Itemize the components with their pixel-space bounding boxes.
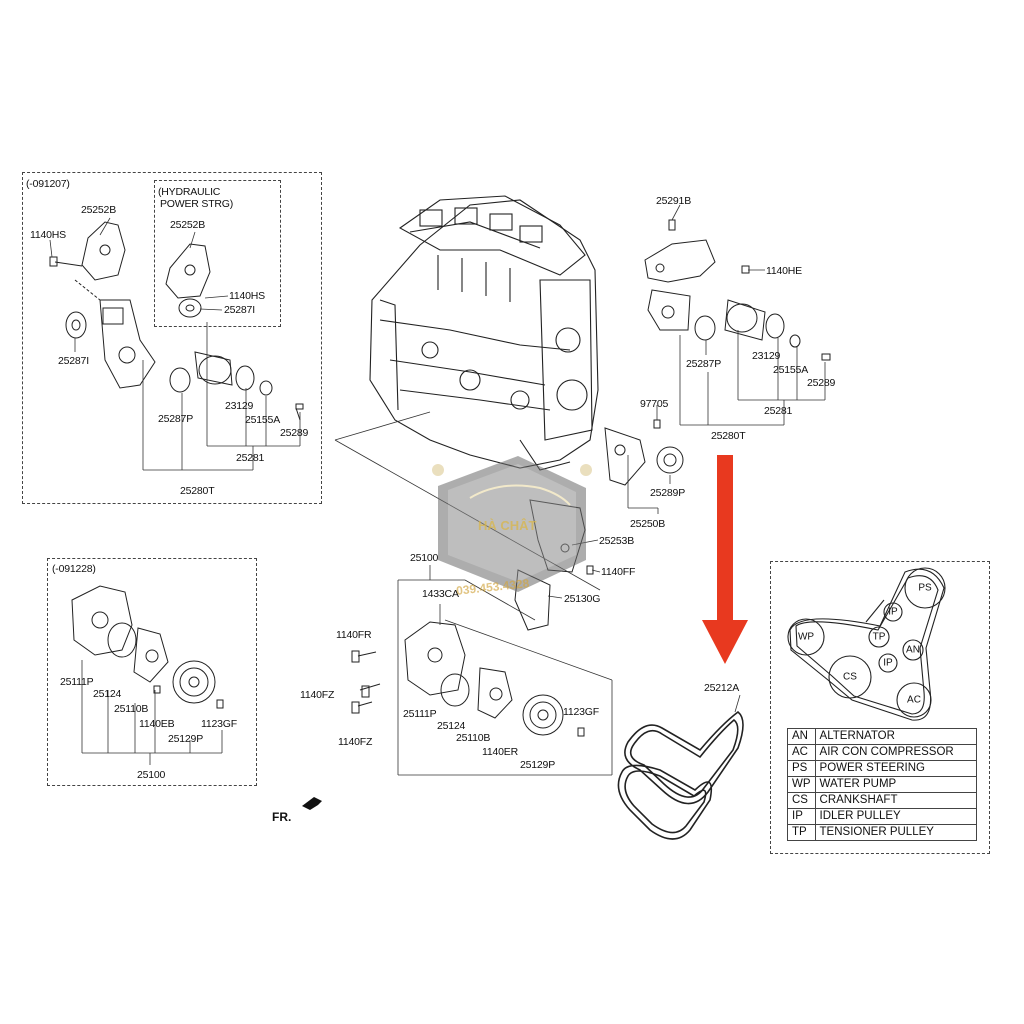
part-label: 1140FZ <box>300 689 335 701</box>
part-label: 25100 <box>410 552 439 564</box>
legend-abbr: PS <box>787 760 816 777</box>
box-code-label: (-091228) <box>52 563 96 575</box>
legend-name: IDLER PULLEY <box>814 808 977 825</box>
belt-routing-box <box>770 561 990 854</box>
front-direction-arrow <box>302 797 322 810</box>
part-label: 25252B <box>170 219 206 231</box>
part-label: 25110B <box>114 703 149 715</box>
part-label: 1140FR <box>336 629 372 641</box>
pulley-label: IP <box>888 606 898 618</box>
legend-abbr: IP <box>787 808 816 825</box>
hydraulic-steering-box <box>154 180 281 327</box>
part-label: 25289 <box>280 427 309 439</box>
part-label: 1123GF <box>563 706 599 718</box>
legend-name: TENSIONER PULLEY <box>814 824 977 841</box>
legend-abbr: TP <box>787 824 816 841</box>
belt-routing-illustration <box>787 567 946 721</box>
pulley-label: AN <box>906 644 920 656</box>
part-label: 1140HS <box>229 290 265 302</box>
water-pump-kit-box <box>47 558 257 786</box>
part-label: 25124 <box>437 720 466 732</box>
hydraulic-title-line1: (HYDRAULIC <box>158 186 221 198</box>
drive-belt-illustration <box>617 710 744 840</box>
part-label: 23129 <box>225 400 254 412</box>
part-label: 25287I <box>224 304 255 316</box>
engine-block-illustration <box>369 195 599 471</box>
part-label: 1433CA <box>422 588 459 600</box>
part-label: 1140ER <box>482 746 518 758</box>
part-label: 1140HS <box>30 229 66 241</box>
upper-tensioner-illustration <box>644 219 831 361</box>
part-label: 25287P <box>686 358 722 370</box>
part-label: 1140HE <box>766 265 802 277</box>
part-label: 1140EB <box>139 718 175 730</box>
part-label: 25129P <box>520 759 556 771</box>
part-label: 25289P <box>650 487 686 499</box>
pulley-label: AC <box>907 694 921 706</box>
watermark-emblem <box>432 456 592 592</box>
water-pump-box-illustration <box>71 585 224 709</box>
legend-name: POWER STEERING <box>814 760 977 777</box>
pulley-label: WP <box>797 631 815 643</box>
part-label: 25250B <box>630 518 666 530</box>
hydraulic-title-line2: POWER STRG) <box>160 198 234 210</box>
part-label: 25111P <box>60 676 94 688</box>
part-label: 25155A <box>773 364 809 376</box>
part-label: 25155A <box>245 414 281 426</box>
part-label: 25124 <box>93 688 122 700</box>
part-label: 25130G <box>564 593 601 605</box>
part-label: 25281 <box>236 452 265 464</box>
hydraulic-bracket-illustration <box>165 243 211 318</box>
part-label: 23129 <box>752 350 781 362</box>
part-label: 25129P <box>168 733 204 745</box>
pulley-label: TP <box>872 631 886 643</box>
pulley-label: IP <box>883 657 893 669</box>
legend-name: ALTERNATOR <box>814 728 977 745</box>
part-label: 1140FZ <box>338 736 373 748</box>
part-label: 1140FF <box>601 566 636 578</box>
part-label: 25291B <box>656 195 692 207</box>
legend-name: WATER PUMP <box>814 776 977 793</box>
part-label: 25111P <box>403 708 437 720</box>
pulley-label: CS <box>843 671 857 683</box>
part-label: 1123GF <box>201 718 237 730</box>
part-label: 25287P <box>158 413 194 425</box>
legend-name: CRANKSHAFT <box>814 792 977 809</box>
part-label: 25252B <box>81 204 117 216</box>
highlight-arrow <box>702 455 748 664</box>
water-pump-center-illustration <box>351 621 585 737</box>
front-direction-label: FR. <box>272 810 292 824</box>
part-label: 25281 <box>764 405 793 417</box>
part-label: 25212A <box>704 682 740 694</box>
legend-abbr: AN <box>787 728 816 745</box>
legend-abbr: WP <box>787 776 816 793</box>
legend-name: AIR CON COMPRESSOR <box>814 744 977 761</box>
box-code-label: (-091207) <box>26 178 70 190</box>
part-label: 25280T <box>711 430 746 442</box>
legend-abbr: CS <box>787 792 816 809</box>
part-label: 25100 <box>137 769 166 781</box>
tensioner-kit-box <box>22 172 322 504</box>
pulley-label: PS <box>918 582 932 594</box>
part-label: 25287I <box>58 355 89 367</box>
part-label: 25289 <box>807 377 836 389</box>
watermark-brand: HÀ CHÂT <box>478 518 537 533</box>
legend-abbr: AC <box>787 744 816 761</box>
part-label: 25280T <box>180 485 215 497</box>
part-label: 25253B <box>599 535 635 547</box>
tensioner-assembly-illustration <box>49 221 304 421</box>
part-label: 25110B <box>456 732 491 744</box>
part-label: 97705 <box>640 398 669 410</box>
